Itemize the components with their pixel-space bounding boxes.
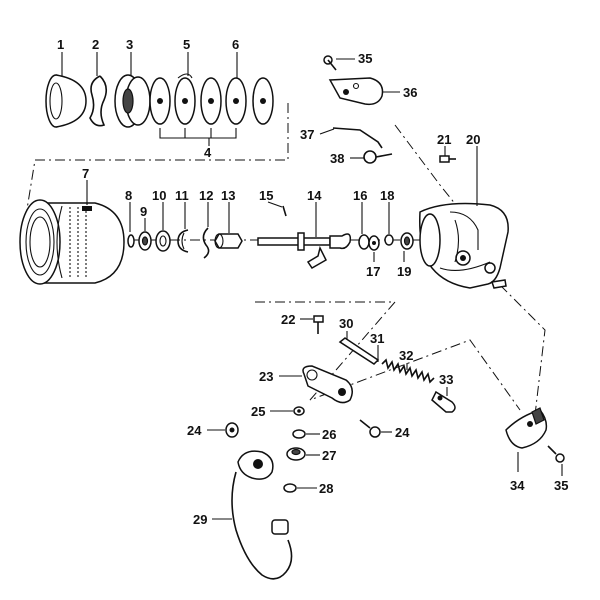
callout-30: 30 [339, 316, 353, 331]
part-20-reel-body [419, 202, 509, 289]
callout-2: 2 [92, 37, 99, 52]
part-2-spring [89, 75, 108, 127]
callout-1: 1 [57, 37, 64, 52]
part-37-wire [332, 127, 383, 149]
callout-36: 36 [403, 85, 417, 100]
part-24-collar-left [225, 422, 239, 438]
callout-16: 16 [353, 188, 367, 203]
callout-6: 6 [232, 37, 239, 52]
part-15-pin [282, 205, 287, 217]
callout-38: 38 [330, 151, 344, 166]
part-8-washer [127, 234, 135, 248]
callout-26: 26 [322, 427, 336, 442]
callout-32: 32 [399, 348, 413, 363]
callout-22: 22 [281, 312, 295, 327]
part-36-cover [328, 77, 384, 106]
callout-35-bottom: 35 [554, 478, 568, 493]
part-17-bearing [368, 235, 380, 251]
part-19-bearing [400, 232, 414, 250]
callout-14: 14 [307, 188, 322, 203]
part-12-clip-spring [202, 227, 210, 259]
part-11-clip [177, 229, 189, 253]
callout-13: 13 [221, 188, 235, 203]
part-33-plunger [431, 390, 456, 413]
callout-11: 11 [175, 188, 189, 203]
part-35-screw-bottom [547, 445, 565, 463]
callout-35-top: 35 [358, 51, 372, 66]
callout-29: 29 [193, 512, 207, 527]
part-10-washer [155, 230, 171, 252]
part-24-screw-right [359, 419, 381, 438]
part-23-lever [302, 365, 353, 404]
part-27-bushing [286, 447, 306, 461]
part-21-screw [439, 155, 456, 163]
callout-9: 9 [140, 204, 147, 219]
part-16-collar [358, 234, 370, 250]
callout-24-right: 24 [395, 425, 410, 440]
callout-19: 19 [397, 264, 411, 279]
callout-8: 8 [125, 188, 132, 203]
part-4-drag-washers [149, 73, 274, 146]
callout-24-left: 24 [187, 423, 202, 438]
callout-27: 27 [322, 448, 336, 463]
part-25-nut [293, 406, 305, 416]
callout-37: 37 [300, 127, 314, 142]
callout-12: 12 [199, 188, 213, 203]
callout-5: 5 [183, 37, 190, 52]
callout-31: 31 [370, 331, 384, 346]
callout-4: 4 [204, 145, 212, 160]
part-7-spool [19, 199, 125, 285]
callout-17: 17 [366, 264, 380, 279]
part-1-spool-cap [45, 74, 87, 128]
part-22-screw [313, 315, 324, 334]
callout-10: 10 [152, 188, 166, 203]
part-32-spring [381, 358, 435, 384]
callout-labels: 1 2 3 5 6 4 7 8 9 10 11 12 13 15 14 16 1… [57, 37, 568, 527]
part-18-washer [384, 234, 394, 246]
part-3-ratchet [114, 74, 151, 128]
part-29-bail [231, 450, 293, 580]
callout-3: 3 [126, 37, 133, 52]
callout-21: 21 [437, 132, 451, 147]
part-9-bearing [138, 231, 152, 251]
callout-23: 23 [259, 369, 273, 384]
callout-34: 34 [510, 478, 525, 493]
part-14-main-shaft [257, 232, 352, 269]
part-38-spring [363, 150, 393, 164]
callout-7: 7 [82, 166, 89, 181]
part-35-screw-top [323, 55, 337, 71]
callout-25: 25 [251, 404, 265, 419]
part-34-roller-arm [505, 407, 548, 449]
part-28-washer [283, 483, 297, 493]
part-13-nut [214, 233, 243, 249]
callout-18: 18 [380, 188, 394, 203]
part-26-washer [292, 429, 306, 439]
callout-20: 20 [466, 132, 480, 147]
callout-15: 15 [259, 188, 273, 203]
leader-lines [61, 52, 563, 520]
callout-33: 33 [439, 372, 453, 387]
callout-28: 28 [319, 481, 333, 496]
